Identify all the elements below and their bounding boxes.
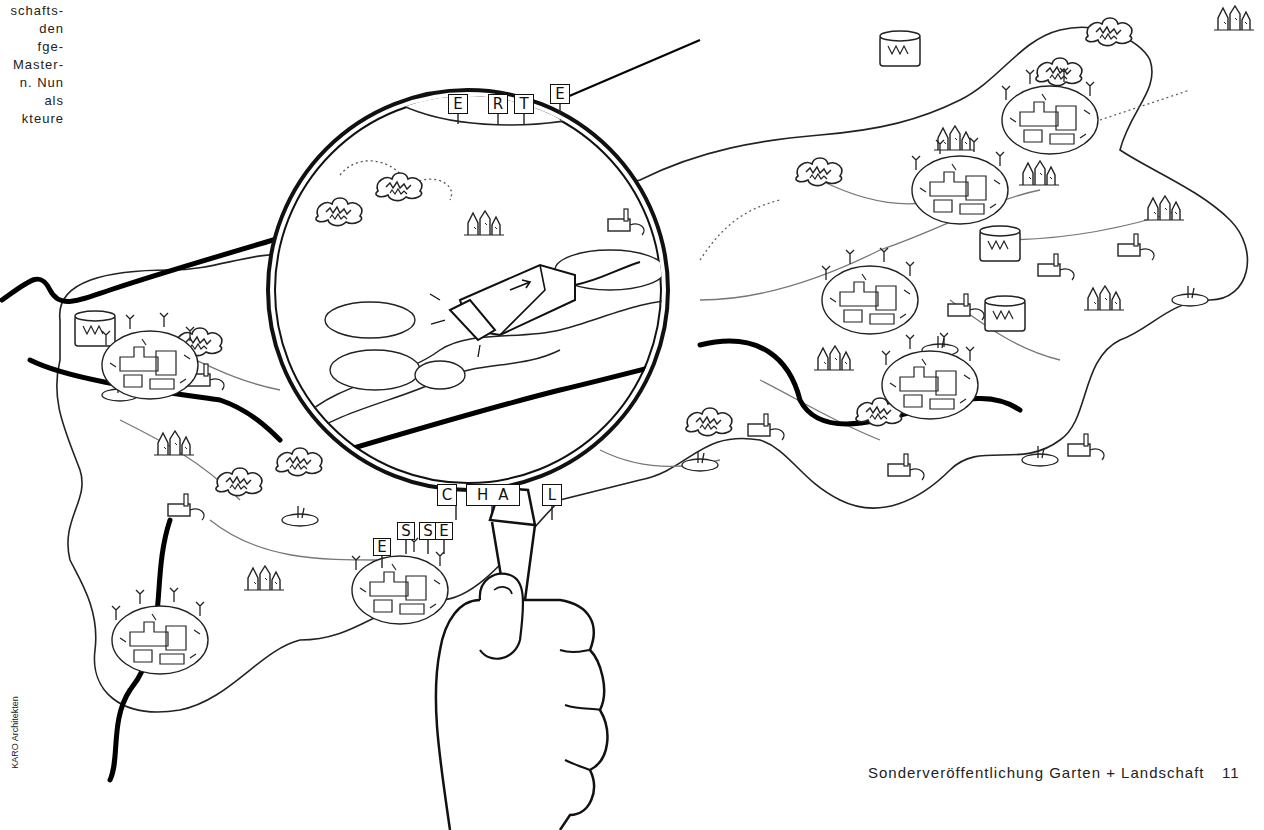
sign-posts bbox=[382, 102, 560, 568]
region-outline bbox=[57, 27, 1248, 712]
body-text: den bbox=[0, 22, 64, 35]
sign-letter: C bbox=[442, 488, 452, 503]
sign-letter: S bbox=[401, 524, 411, 539]
map-icons bbox=[75, 6, 1254, 674]
sign-letter: HA bbox=[477, 488, 519, 503]
sign-letter: R bbox=[493, 97, 503, 112]
photo-credit: KARO Architekten bbox=[11, 683, 20, 783]
sign-letter: T bbox=[519, 97, 528, 112]
magnifier-lens bbox=[268, 90, 668, 490]
body-text: n. Nun bbox=[0, 76, 64, 89]
letter-sign: S bbox=[397, 522, 415, 540]
letter-sign: L bbox=[542, 484, 562, 506]
sign-letter: E bbox=[439, 524, 448, 539]
page-footer: Sonderveröffentlichung Garten + Landscha… bbox=[868, 765, 1198, 780]
letter-sign: E bbox=[550, 84, 570, 104]
sign-letter: E bbox=[555, 87, 564, 102]
sign-letter: S bbox=[423, 524, 433, 539]
letter-sign: E bbox=[373, 538, 391, 556]
page-number: 11 bbox=[1222, 765, 1252, 780]
letter-sign: E bbox=[435, 522, 453, 540]
magnified-detail bbox=[280, 35, 680, 470]
letter-sign: R bbox=[488, 94, 508, 114]
body-text: schafts- bbox=[0, 4, 64, 17]
letter-sign: E bbox=[448, 94, 468, 114]
letter-sign: C bbox=[437, 484, 457, 506]
body-text: fge- bbox=[0, 40, 64, 53]
letter-sign: T bbox=[514, 94, 534, 114]
river bbox=[2, 235, 290, 302]
body-text: kteure bbox=[0, 112, 64, 125]
sign-letter: L bbox=[548, 488, 556, 503]
body-text: Master- bbox=[0, 58, 64, 71]
letter-sign: HA bbox=[466, 484, 520, 506]
sign-letter: E bbox=[453, 97, 462, 112]
sign-letter: E bbox=[377, 540, 386, 555]
body-text: als bbox=[0, 94, 64, 107]
